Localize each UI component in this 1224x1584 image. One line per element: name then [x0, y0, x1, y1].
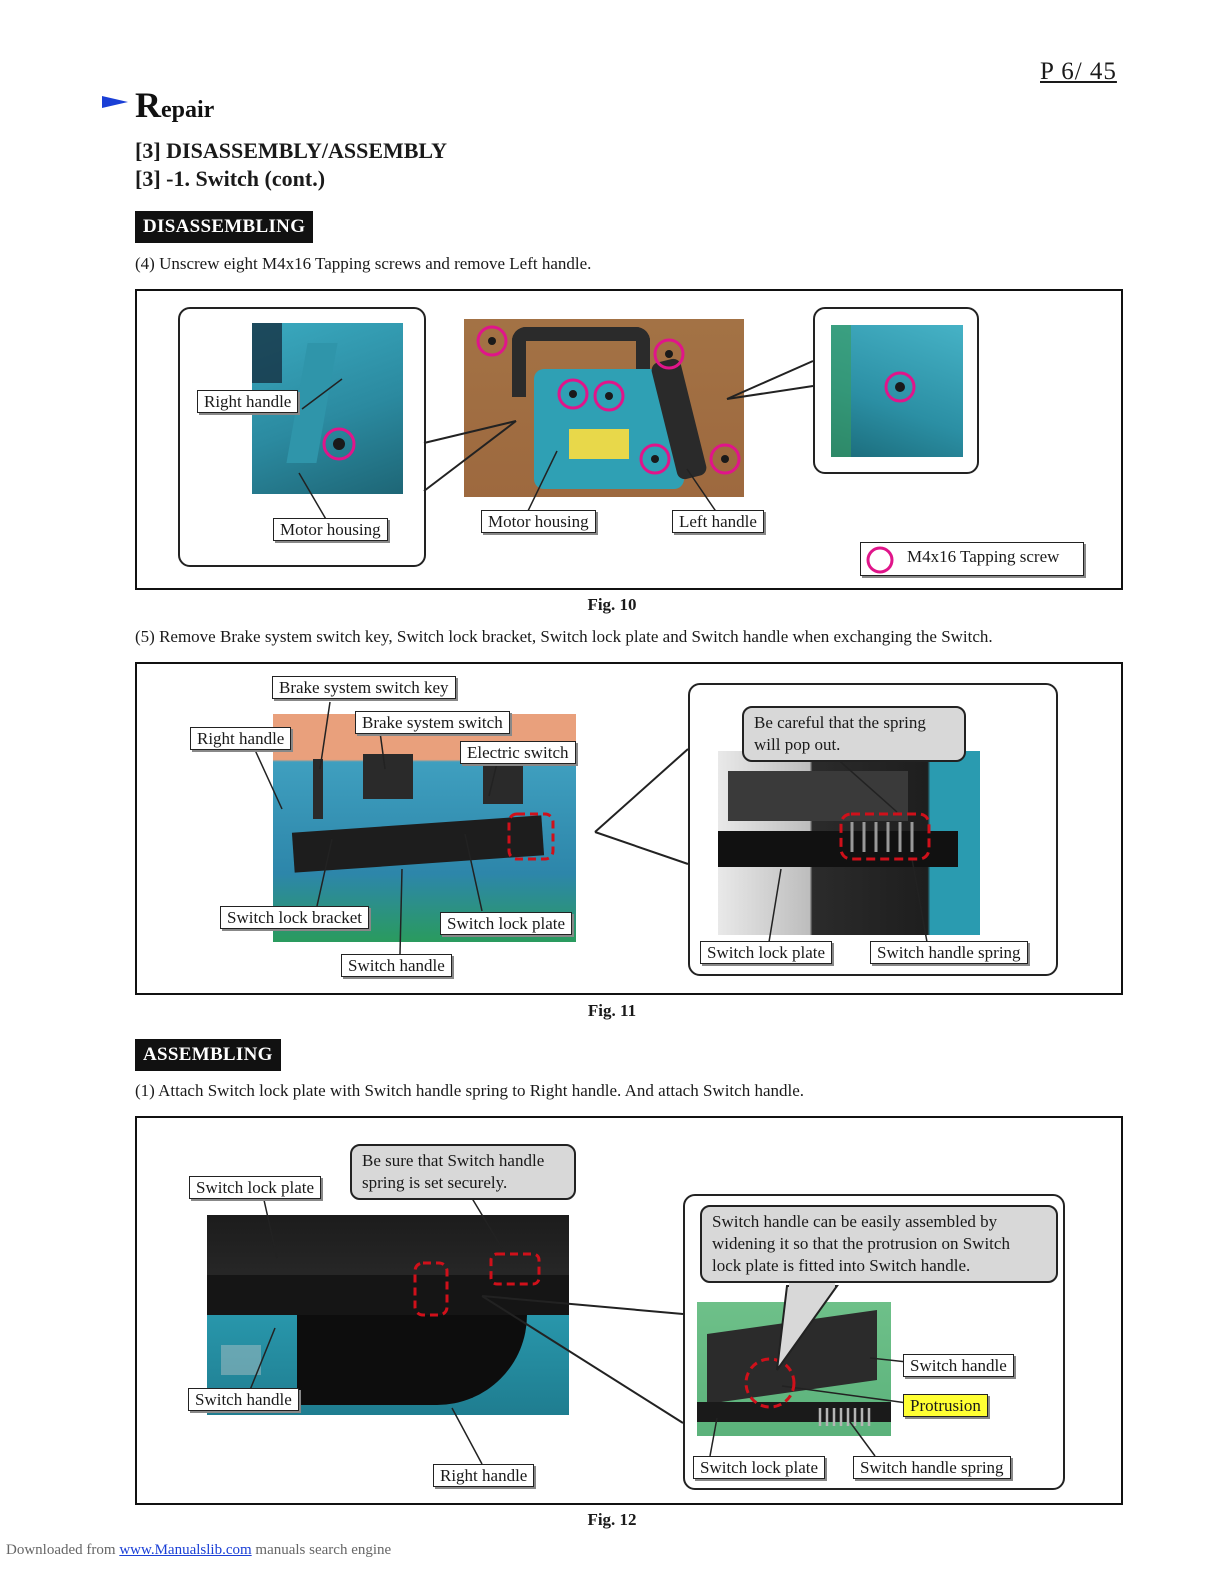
step-5-text: (5) Remove Brake system switch key, Swit…	[135, 627, 993, 646]
fig12-note-right-line-2: widening it so that the protrusion on Sw…	[712, 1234, 1010, 1253]
footer-prefix: Downloaded from	[6, 1542, 120, 1558]
fig11-highlight-spring	[839, 812, 931, 861]
fig12-highlight-protrusion	[744, 1357, 796, 1409]
fig11-label-switch-lock-plate: Switch lock plate	[440, 912, 573, 935]
fig12-label-inset-switch-lock-plate: Switch lock plate	[693, 1456, 826, 1479]
fig12-note-pointer	[776, 1283, 839, 1371]
fig10-label-right-handle: Right handle	[197, 390, 299, 413]
heading-main: [3] DISASSEMBLY/ASSEMBLY	[135, 138, 447, 163]
fig10-legend-label: M4x16 Tapping screw	[907, 547, 1060, 566]
footer: Downloaded from www.Manualslib.com manua…	[6, 1542, 391, 1559]
fig11-overlay	[254, 701, 931, 955]
fig10-legend: M4x16 Tapping screw	[860, 542, 1084, 576]
fig11-label-electric-switch: Electric switch	[460, 741, 576, 764]
fig12-label-inset-switch-handle: Switch handle	[903, 1354, 1014, 1377]
section-title-initial: R	[135, 85, 161, 125]
fig11-note: Be careful that the spring will pop out.	[742, 706, 966, 762]
step-4-text: (4) Unscrew eight M4x16 Tapping screws a…	[135, 254, 592, 273]
fig10-label-left-handle: Left handle	[672, 510, 764, 533]
section-arrow-icon	[102, 96, 128, 108]
fig10-label-motor-housing-inset: Motor housing	[273, 518, 388, 541]
fig11-label-inset-switch-handle-spring: Switch handle spring	[870, 941, 1028, 964]
fig11-label-switch-handle: Switch handle	[341, 954, 452, 977]
fig12-label-switch-lock-plate: Switch lock plate	[189, 1176, 322, 1199]
fig12-note-left: Be sure that Switch handle spring is set…	[350, 1144, 576, 1200]
fig11-highlight-main	[507, 812, 555, 861]
section-title-rest: epair	[161, 97, 215, 123]
footer-link[interactable]: www.Manualslib.com	[119, 1542, 252, 1558]
fig10-overlay	[298, 325, 916, 522]
fig10-label-motor-housing: Motor housing	[481, 510, 596, 533]
fig11-note-line-2: will pop out.	[754, 735, 841, 754]
fig11-label-brake-system-switch-key: Brake system switch key	[272, 676, 456, 699]
figure-11: Be careful that the spring will pop out.…	[135, 662, 1123, 995]
fig11-note-line-1: Be careful that the spring	[754, 713, 926, 732]
fig10-caption: Fig. 10	[587, 595, 637, 614]
disassembling-banner: DISASSEMBLING	[135, 211, 314, 243]
fig12-label-protrusion: Protrusion	[903, 1394, 988, 1417]
fig11-caption: Fig. 11	[587, 1001, 637, 1020]
fig12-label-switch-handle: Switch handle	[188, 1388, 299, 1411]
fig12-label-right-handle: Right handle	[433, 1464, 535, 1487]
fig11-inset-photo	[718, 751, 980, 935]
fig12-highlight-left	[413, 1261, 449, 1317]
step-1-text: (1) Attach Switch lock plate with Switch…	[135, 1081, 805, 1100]
fig11-label-right-handle: Right handle	[190, 727, 292, 750]
fig12-note-left-line-1: Be sure that Switch handle	[362, 1151, 545, 1170]
fig10-right-inset	[813, 307, 979, 474]
screw-markers	[322, 325, 916, 475]
screw-marker-icon	[866, 546, 894, 574]
fig12-note-left-line-2: spring is set securely.	[362, 1173, 508, 1192]
fig12-note-right-line-1: Switch handle can be easily assembled by	[712, 1212, 998, 1231]
page-number: P 6/ 45	[1040, 58, 1117, 85]
fig11-label-brake-system-switch: Brake system switch	[355, 711, 510, 734]
fig12-caption: Fig. 12	[587, 1510, 637, 1529]
fig12-note-right-line-3: lock plate is fitted into Switch handle.	[712, 1256, 971, 1275]
fig12-note-right: Switch handle can be easily assembled by…	[700, 1205, 1058, 1283]
fig12-highlight-spring	[489, 1252, 541, 1286]
section-title: Repair	[135, 84, 214, 126]
heading-sub: [3] -1. Switch (cont.)	[135, 166, 326, 191]
assembling-banner: ASSEMBLING	[135, 1039, 281, 1071]
fig12-main-photo	[207, 1215, 569, 1415]
figure-10: M4x16 Tapping screw Right handle Motor h…	[135, 289, 1123, 590]
fig12-label-inset-switch-handle-spring: Switch handle spring	[853, 1456, 1011, 1479]
fig11-label-switch-lock-bracket: Switch lock bracket	[220, 906, 370, 929]
fig11-label-inset-switch-lock-plate: Switch lock plate	[700, 941, 833, 964]
figure-12: Be sure that Switch handle spring is set…	[135, 1116, 1123, 1505]
footer-suffix: manuals search engine	[251, 1542, 392, 1558]
